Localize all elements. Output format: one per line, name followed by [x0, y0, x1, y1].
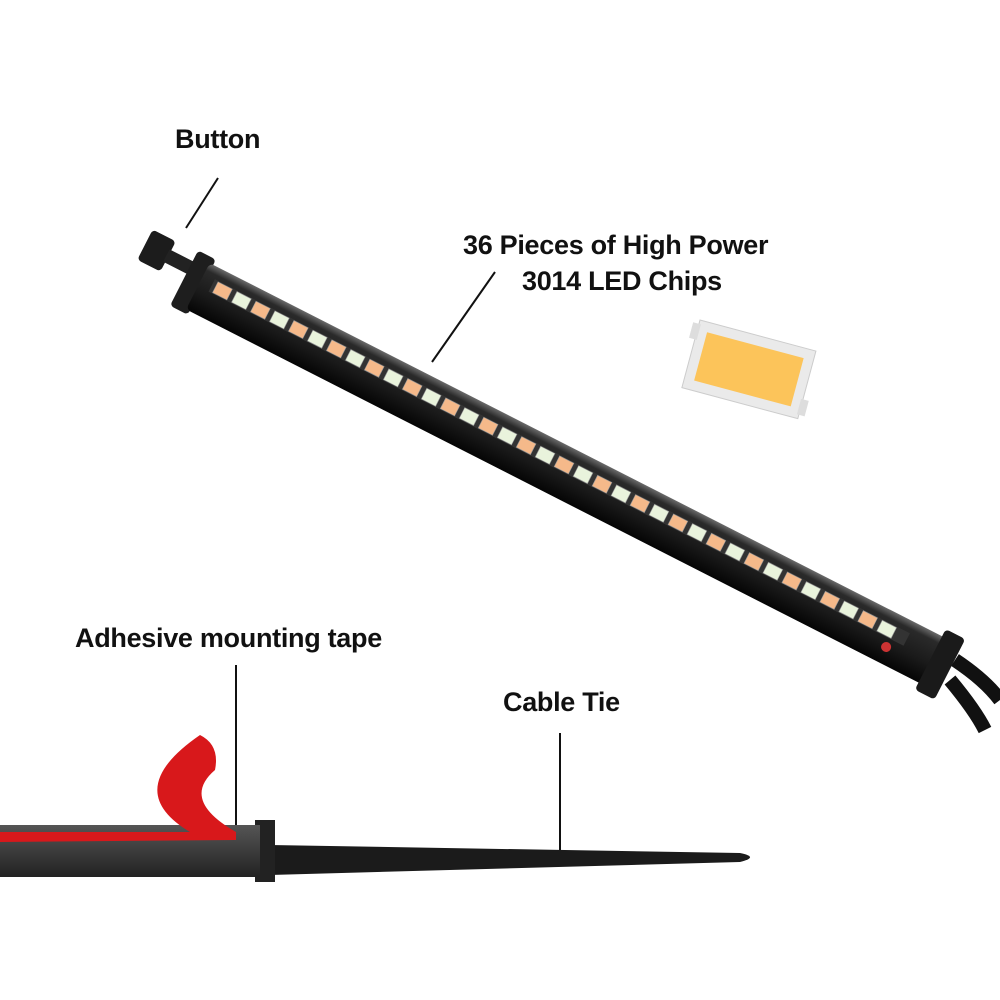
led-chip [401, 378, 423, 397]
led-chip [591, 474, 613, 494]
led-light-bar [138, 230, 964, 699]
led-chip [477, 416, 499, 436]
tape-label: Adhesive mounting tape [75, 623, 382, 653]
led-chip [515, 436, 537, 455]
led-chip [458, 407, 480, 426]
led-chip [345, 349, 366, 368]
led-chip [439, 397, 461, 417]
led-chip [231, 291, 252, 310]
led-chip [610, 484, 632, 504]
led-chip [326, 339, 347, 359]
led-chip [705, 532, 727, 552]
led-chip [762, 561, 784, 581]
circuit-component [881, 641, 892, 652]
led-chip [876, 619, 897, 639]
led-chip [553, 455, 575, 475]
led-chip [364, 358, 385, 378]
mounting-base [0, 735, 750, 882]
led-chip-row [212, 281, 897, 639]
led-chip-closeup [681, 319, 817, 420]
cable-tie-label: Cable Tie [503, 687, 620, 717]
led-chip [724, 542, 746, 562]
led-chip [250, 300, 271, 320]
red-release-liner [0, 735, 236, 842]
power-cable [944, 654, 1000, 734]
led-chip [534, 445, 556, 465]
led-chip [572, 465, 594, 484]
led-chip [838, 600, 859, 620]
led-chip [667, 513, 689, 533]
led-chip [629, 494, 651, 513]
led-chip [269, 310, 290, 330]
led-chip [743, 552, 765, 572]
led-chip [307, 329, 328, 349]
led-chip [686, 523, 708, 543]
led-chip [857, 610, 878, 630]
led-chip [288, 320, 309, 339]
led-chip [648, 503, 670, 523]
led-chip [800, 581, 822, 601]
led-chip [496, 426, 518, 446]
left-end-cap [171, 251, 215, 314]
led-chip [212, 281, 233, 301]
chips-pointer-line [431, 271, 496, 363]
chips-label-line2: 3014 LED Chips [522, 266, 722, 296]
cable-tie [270, 845, 750, 875]
led-chip [781, 571, 803, 591]
led-chip [382, 368, 404, 388]
led-chip [819, 590, 840, 610]
chips-label-line1: 36 Pieces of High Power [463, 230, 769, 260]
led-chip [420, 387, 442, 407]
button-label: Button [175, 124, 261, 154]
right-end-cap [916, 630, 964, 699]
button-pointer-line [185, 177, 219, 229]
